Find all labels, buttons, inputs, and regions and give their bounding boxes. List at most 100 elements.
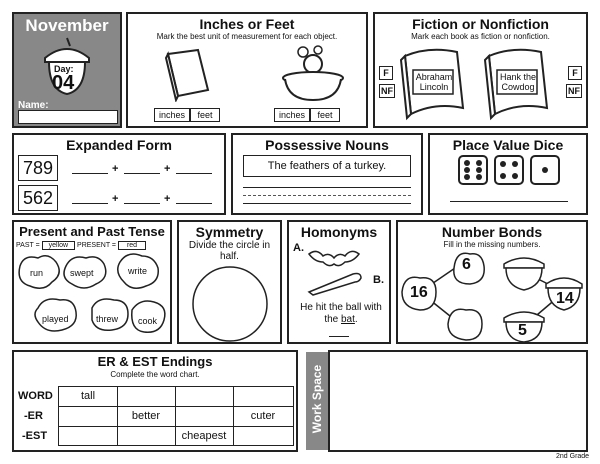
bond-number-6: 6 [462, 256, 471, 273]
possessive-box: Possessive Nouns The feathers of a turke… [231, 133, 423, 215]
expanded-box: Expanded Form 789 562 + + + + [12, 133, 226, 215]
possessive-title: Possessive Nouns [265, 137, 389, 153]
name-field[interactable] [18, 110, 118, 124]
homonym-label-b: B. [373, 274, 384, 286]
bond-number-16: 16 [410, 284, 428, 301]
possessive-line-1[interactable] [243, 187, 411, 188]
fiction-title: Fiction or Nonfiction [412, 16, 549, 32]
book1-title: Abraham Lincoln [415, 72, 453, 92]
answer-line-2a[interactable] [72, 203, 108, 204]
cell-tall: tall [80, 390, 96, 402]
row-label-est: -EST [22, 430, 48, 442]
tense-word-4: played [42, 314, 69, 324]
answer-line-2c[interactable] [176, 203, 212, 204]
possessive-sentence: The feathers of a turkey. [243, 155, 411, 177]
fiction-f-left[interactable]: F [379, 66, 393, 80]
possessive-line-2[interactable] [243, 203, 411, 204]
answer-line-1b[interactable] [124, 173, 160, 174]
tense-word-3: write [128, 266, 148, 276]
tense-title: Present and Past Tense [19, 224, 165, 239]
word-chart-grid: tall better cuter cheapest [58, 386, 294, 446]
inches-feet-instruction: Mark the best unit of measurement for ea… [156, 32, 338, 41]
tense-word-2: swept [70, 268, 94, 278]
homonym-label-a: A. [293, 242, 304, 254]
expanded-num2: 562 [18, 185, 58, 211]
acorn-icon [44, 37, 90, 96]
dice-four-icon [494, 155, 524, 185]
bonds-title: Number Bonds [441, 224, 543, 240]
answer-line-2b[interactable] [124, 203, 160, 204]
homonyms-title: Homonyms [300, 224, 378, 240]
option-inches-1[interactable]: inches [154, 108, 190, 122]
day-label: Day: [54, 64, 74, 74]
bond-answer-acorn[interactable] [512, 268, 536, 286]
name-label: Name: [18, 100, 49, 111]
fiction-instruction: Mark each book as fiction or nonfiction. [411, 32, 550, 41]
symmetry-circle[interactable] [190, 264, 270, 344]
dice-answer-line[interactable] [450, 201, 568, 202]
work-space-label: Work Space [310, 364, 324, 434]
row-label-er: -ER [24, 410, 43, 422]
possessive-dotline [243, 195, 411, 196]
answer-line-1c[interactable] [176, 173, 212, 174]
tense-key: PAST = yellow PRESENT = red [16, 241, 147, 250]
answer-line-1a[interactable] [72, 173, 108, 174]
fiction-box: Fiction or Nonfiction Mark each book as … [373, 12, 588, 128]
cell-better: better [131, 410, 161, 422]
option-feet-1[interactable]: feet [190, 108, 220, 122]
er-est-box: ER & EST Endings Complete the word chart… [12, 350, 298, 452]
bond-number-14: 14 [556, 290, 574, 307]
fiction-nf-right[interactable]: NF [566, 84, 582, 98]
homonyms-box: Homonyms A. B. He hit the ball with the … [287, 220, 391, 344]
book1-icon [399, 48, 465, 121]
tense-box: Present and Past Tense PAST = yellow PRE… [12, 220, 172, 344]
tense-word-6: cook [138, 316, 158, 326]
book2-title: Hank the Cowdog [499, 72, 537, 92]
cauldron-icon [282, 45, 344, 102]
baseball-bat-icon [307, 272, 362, 296]
present-label: PRESENT = [77, 242, 116, 249]
dice-six-icon [458, 155, 488, 185]
bonds-instruction: Fill in the missing numbers. [443, 240, 541, 249]
bond-answer-leaf[interactable] [454, 314, 478, 334]
er-est-instruction: Complete the word chart. [110, 370, 200, 379]
bond-number-5: 5 [518, 322, 527, 339]
bonds-box: Number Bonds Fill in the missing numbers… [396, 220, 588, 344]
inches-feet-box: Inches or Feet Mark the best unit of mea… [126, 12, 368, 128]
cell-cuter: cuter [250, 410, 276, 422]
month-title: November [25, 16, 109, 35]
option-inches-2[interactable]: inches [274, 108, 310, 122]
row-label-word: WORD [18, 390, 53, 402]
homonym-answer-line[interactable] [329, 336, 349, 337]
number-bond-diagram [401, 252, 583, 342]
grade-footer: 2nd Grade [556, 453, 590, 460]
dice-one-icon [530, 155, 560, 185]
option-feet-2[interactable]: feet [310, 108, 340, 122]
tense-word-1: run [30, 268, 44, 278]
symmetry-instruction: Divide the circle in half. [188, 240, 271, 262]
symmetry-title: Symmetry [195, 224, 264, 240]
expanded-title: Expanded Form [66, 137, 172, 153]
past-color: yellow [41, 241, 76, 250]
plus-1a: + [112, 163, 119, 175]
fiction-nf-left[interactable]: NF [379, 84, 395, 98]
homonym-sentence: He hit the ball with the bat. [300, 302, 382, 325]
er-est-title: ER & EST Endings [97, 354, 213, 369]
plus-2a: + [112, 193, 119, 205]
work-space-area[interactable] [328, 350, 588, 452]
expanded-num1: 789 [18, 155, 58, 181]
book-icon [164, 48, 210, 102]
leaf-icon [18, 253, 166, 333]
tense-word-5: threw [96, 314, 119, 324]
cell-cheapest: cheapest [181, 430, 227, 442]
dice-title: Place Value Dice [452, 137, 564, 153]
present-color: red [117, 241, 147, 250]
fiction-f-right[interactable]: F [568, 66, 582, 80]
book2-icon [483, 48, 549, 121]
dice-box: Place Value Dice [428, 133, 588, 215]
bat-animal-icon [307, 250, 361, 267]
day-number: 04 [52, 72, 75, 94]
inches-feet-title: Inches or Feet [199, 16, 295, 32]
plus-1b: + [164, 163, 171, 175]
past-label: PAST = [16, 242, 40, 249]
